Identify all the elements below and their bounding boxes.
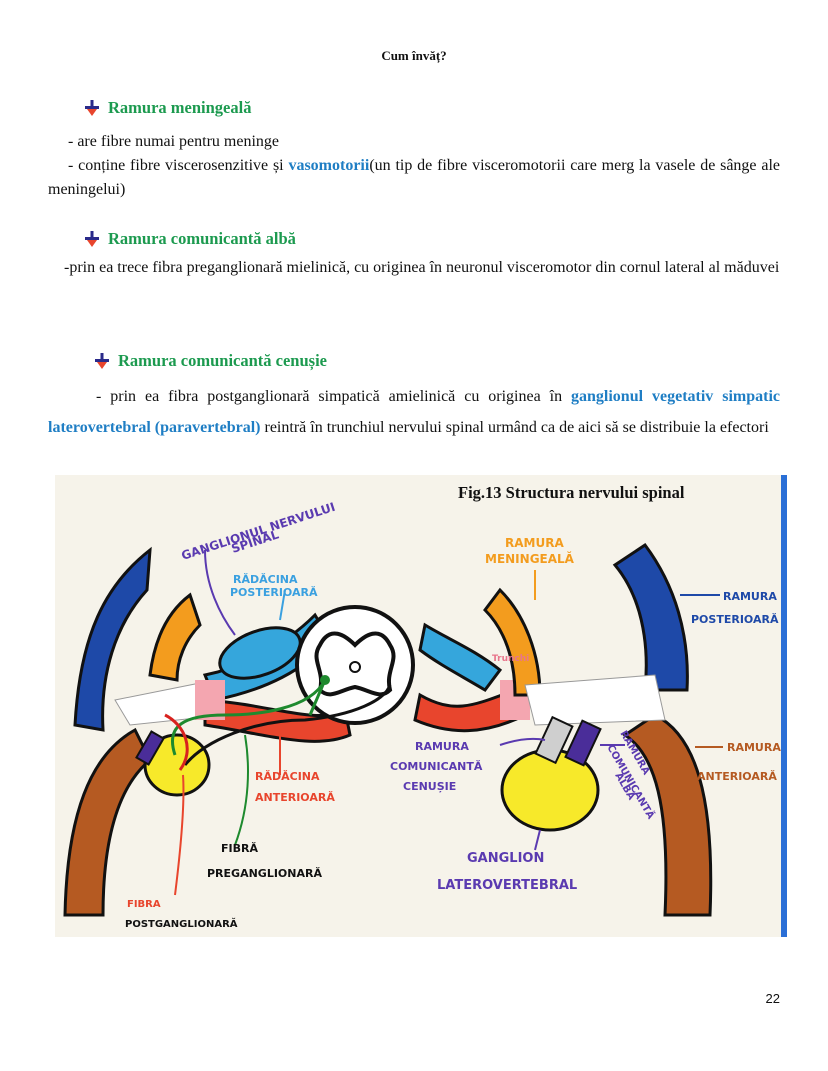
label-grey-ramus-3: CENUȘIE [403,780,456,793]
ganglion-highlight: ganglionul vegetativ simpatic laterovert… [48,388,781,436]
label-grey-ramus-2: COMUNICANTĂ [390,760,483,773]
section-title-white-ramus: Ramura comunicantă albă [84,229,296,249]
postganglionic-fiber [164,713,189,771]
section-meningeal-body: - are fibre numai pentru meninge - conți… [48,130,780,202]
left-meningeal-branch [148,592,202,682]
section-title-meningeal: Ramura meningeală [84,98,251,118]
meningeal-line-1: - are fibre numai pentru meninge [68,133,280,150]
label-preganglionic-1: FIBRĂ [221,842,258,855]
bullet-arrow-icon [85,100,99,116]
left-trunk-marker [195,680,225,720]
arrow-preganglionic [234,734,249,846]
label-meningeal-2: MENINGEALĂ [485,551,575,566]
label-posterior-root-2: POSTERIOARĂ [230,586,318,599]
section-grey-ramus-body: - prin ea fibra postganglionară simpatic… [48,381,780,443]
figure-caption: Fig.13 Structura nervului spinal [458,483,685,502]
figure-edge [781,475,787,937]
right-posterior-branch [612,542,689,692]
bullet-arrow-icon [85,231,99,247]
arrow-posterior-root [279,589,286,621]
left-laterovertebral-ganglion [143,733,211,797]
label-laterovertebral-2: LATEROVERTEBRAL [437,878,577,893]
right-trunk [524,674,666,726]
label-postganglionic-2: POSTGANGLIONARĂ [125,917,238,930]
arrow-postganglionic [174,774,185,896]
label-posterior-branch-1: RAMURA [723,590,777,603]
section-white-ramus-body: -prin ea trece fibra preganglionară miel… [64,259,780,276]
section-title-meningeal-text: Ramura meningeală [108,98,252,117]
label-spinal-ganglion-1: GANGLIONUL NERVULUI [180,500,337,563]
motor-fiber [183,684,392,766]
arrow-laterovertebral [534,829,541,851]
meningeal-line-2b: (un tip de fibre visceromotorii care mer… [48,157,780,198]
right-posterior-root [418,622,503,692]
arrow-spinal-ganglion [204,549,236,636]
arrow-grey-ramus [499,737,546,746]
label-preganglionic-2: PREGANGLIONARĂ [207,867,322,880]
preganglionic-fiber-stem [308,679,327,716]
spinal-nerve-figure: GANGLIONUL NERVULUI SPINAL RĂDĂCINA POST… [55,475,787,937]
label-laterovertebral-1: GANGLION [467,851,544,866]
label-meningeal-1: RAMURA [505,536,564,550]
label-anterior-branch-2: ANTERIOARĂ [697,770,777,783]
section-title-grey-ramus: Ramura comunicantă cenușie [94,351,327,371]
central-canal [349,661,361,673]
preganglionic-fiber [171,679,327,756]
label-anterior-root-2: ANTERIOARĂ [255,791,335,804]
label-posterior-branch-2: POSTERIOARĂ [691,613,779,626]
page-number: 22 [765,991,780,1006]
meningeal-line-2: - conține fibre viscerosenzitive și vaso… [48,154,780,202]
meningeal-line-2a: - conține fibre viscerosenzitive și [68,157,289,174]
white-ramus [564,719,602,767]
page-header: Cum învăț? [381,48,447,63]
label-trunk: Trunchi [492,654,529,664]
left-spinal-ganglion [218,626,302,680]
vasomotorii-highlight: vasomotorii [288,157,370,174]
spinal-nerve-diagram: GANGLIONUL NERVULUI SPINAL RĂDĂCINA POST… [63,475,787,937]
label-anterior-branch-1: RAMURA [727,741,781,754]
left-white-ramus [135,730,165,766]
grey-ramus-text-b: reintră în trunchiul nervului spinal urm… [260,419,769,436]
grey-ramus [534,715,574,765]
visceromotor-neuron [320,675,330,685]
right-anterior-branch [622,713,713,917]
grey-ramus-text-a: - prin ea fibra postganglionară simpatic… [96,388,572,405]
label-grey-ramus-1: RAMURA [415,740,469,753]
left-posterior-branch [73,546,152,732]
section-title-grey-ramus-text: Ramura comunicantă cenușie [118,351,327,370]
section-title-white-ramus-text: Ramura comunicantă albă [108,229,296,248]
label-anterior-root-1: RĂDĂCINA [255,770,320,783]
label-posterior-root-1: RĂDĂCINA [233,573,298,586]
bullet-arrow-icon [95,353,109,369]
label-postganglionic-1: FIBRA [127,899,161,910]
